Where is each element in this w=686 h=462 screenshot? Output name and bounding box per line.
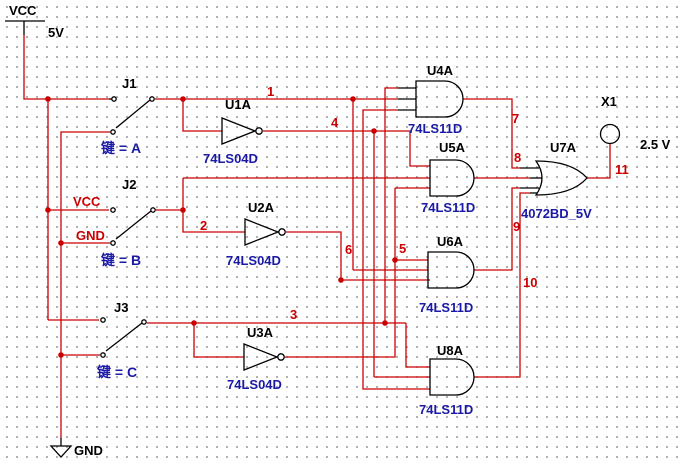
switch-j1-key-label: 键 = A — [100, 140, 141, 156]
and-gate-u4a-ref: U4A — [427, 63, 454, 78]
and-gate-u6a-ref: U6A — [437, 234, 464, 249]
switch-vcc-terminal-label: VCC — [73, 194, 101, 209]
probe-x1-ref: X1 — [601, 94, 617, 109]
and-gate-u4a — [398, 80, 464, 118]
gnd-label: GND — [74, 443, 103, 458]
inverter-u1a-part: 74LS04D — [203, 151, 258, 166]
vcc-symbol — [5, 20, 45, 35]
vcc-value-label: 5V — [48, 25, 64, 40]
inverter-u2a-part: 74LS04D — [226, 253, 281, 268]
switch-j3-key-label: 键 = C — [96, 364, 137, 380]
gnd-symbol — [49, 438, 73, 458]
and-gate-u8a — [429, 358, 475, 396]
switch-j1-ref: J1 — [122, 76, 136, 91]
inverter-u2a-ref: U2A — [248, 200, 275, 215]
net-label-10: 10 — [523, 275, 537, 290]
and-gate-u6a — [427, 251, 475, 289]
and-gate-u5a-ref: U5A — [439, 140, 466, 155]
switch-j2-key-label: 键 = B — [100, 252, 141, 268]
and-gate-u5a-part: 74LS11D — [421, 200, 475, 215]
junction-dots — [45, 96, 398, 358]
inverter-u2a — [244, 218, 286, 246]
and-gate-u5a — [429, 159, 475, 197]
switch-j2-ref: J2 — [122, 177, 136, 192]
inverter-u1a — [221, 117, 263, 145]
net-label-2: 2 — [200, 218, 207, 233]
switch-j2[interactable] — [110, 207, 156, 246]
and-gate-u8a-part: 74LS11D — [419, 402, 473, 417]
net-label-8: 8 — [514, 150, 521, 165]
inverter-u3a-ref: U3A — [247, 325, 274, 340]
or-gate-u7a-part: 4072BD_5V — [521, 206, 592, 221]
switch-j1[interactable] — [109, 96, 155, 135]
net-label-3: 3 — [290, 307, 297, 322]
inverter-u3a-part: 74LS04D — [227, 377, 282, 392]
net-label-7: 7 — [512, 111, 519, 126]
inverter-u3a — [243, 343, 285, 371]
net-label-1: 1 — [267, 84, 274, 99]
switch-gnd-terminal-label: GND — [76, 228, 105, 243]
and-gate-u8a-ref: U8A — [437, 343, 464, 358]
vcc-label: VCC — [9, 3, 37, 18]
switch-j3-ref: J3 — [114, 300, 128, 315]
probe-x1 — [599, 123, 621, 145]
wiring — [23, 35, 611, 438]
net-label-4: 4 — [331, 115, 339, 130]
and-gate-u4a-part: 74LS11D — [408, 121, 462, 136]
and-gate-u6a-part: 74LS11D — [419, 300, 473, 315]
net-label-6: 6 — [345, 242, 352, 257]
net-label-11: 11 — [615, 162, 629, 177]
or-gate-u7a-ref: U7A — [550, 140, 577, 155]
net-label-9: 9 — [513, 219, 520, 234]
probe-x1-value: 2.5 V — [640, 137, 671, 152]
switch-j3[interactable] — [100, 317, 147, 358]
inverter-u1a-ref: U1A — [225, 97, 252, 112]
net-label-5: 5 — [399, 241, 406, 256]
or-gate-u7a — [520, 160, 588, 196]
